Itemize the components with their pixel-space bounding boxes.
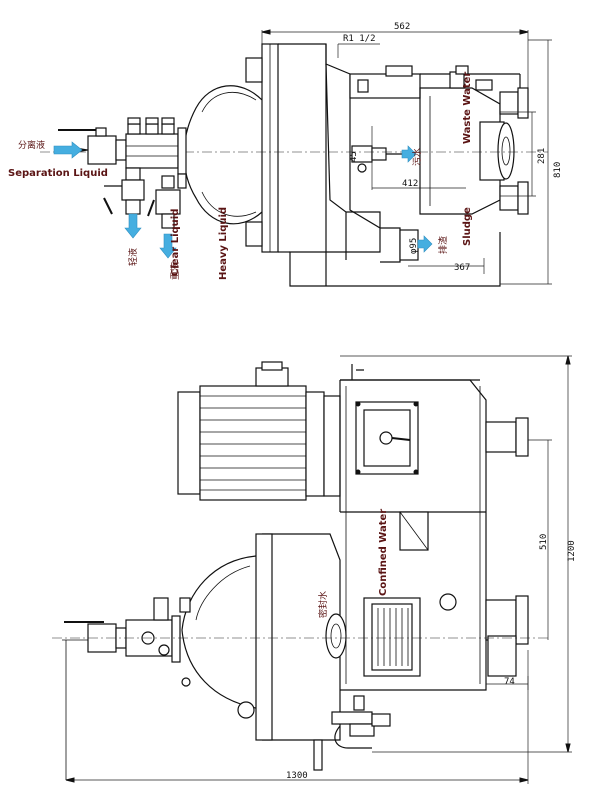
- dim-1300: 1300: [286, 771, 308, 781]
- sludge-label: Sludge: [462, 207, 473, 246]
- dim-45: 45: [349, 151, 359, 162]
- sludge-cn-label: 排渣: [437, 236, 449, 254]
- top-view: 562 R1 1/2: [8, 22, 563, 287]
- dim-1200: 1200: [567, 540, 577, 562]
- dim-367: 367: [454, 263, 470, 273]
- heavy-liquid-label: Heavy Liquid: [218, 207, 229, 280]
- dim-sludge-pipe: φ95: [409, 238, 419, 254]
- front-view: 1300 1200 510 74 密封水 Confined Water: [52, 355, 577, 784]
- separation-liquid-arrow: [53, 141, 83, 159]
- clear-liquid-cn-label: 轻液: [127, 248, 139, 266]
- clear-liquid-arrow: [124, 213, 142, 239]
- waste-water-label: Waste Water: [462, 72, 473, 144]
- dim-810: 810: [553, 162, 563, 178]
- separation-liquid-label: Separation Liquid: [8, 168, 108, 179]
- heavy-liquid-arrow: [159, 233, 177, 259]
- clear-liquid-label: Clear Liquid: [170, 209, 181, 276]
- waste-water-cn-label: 污水: [411, 148, 423, 166]
- dim-74: 74: [504, 677, 515, 687]
- dim-pipe-size: R1 1/2: [343, 34, 376, 44]
- waste-water-arrow: [401, 145, 417, 163]
- separation-liquid-cn-label: 分离液: [18, 139, 45, 151]
- confined-water-label: Confined Water: [378, 509, 389, 596]
- confined-water-cn-label: 密封水: [317, 591, 329, 618]
- sludge-arrow: [417, 235, 433, 253]
- dim-562: 562: [394, 22, 410, 32]
- dim-412: 412: [402, 179, 418, 189]
- dim-281: 281: [537, 148, 547, 164]
- heavy-liquid-cn-label: 重液: [169, 262, 181, 280]
- dim-510: 510: [539, 534, 549, 550]
